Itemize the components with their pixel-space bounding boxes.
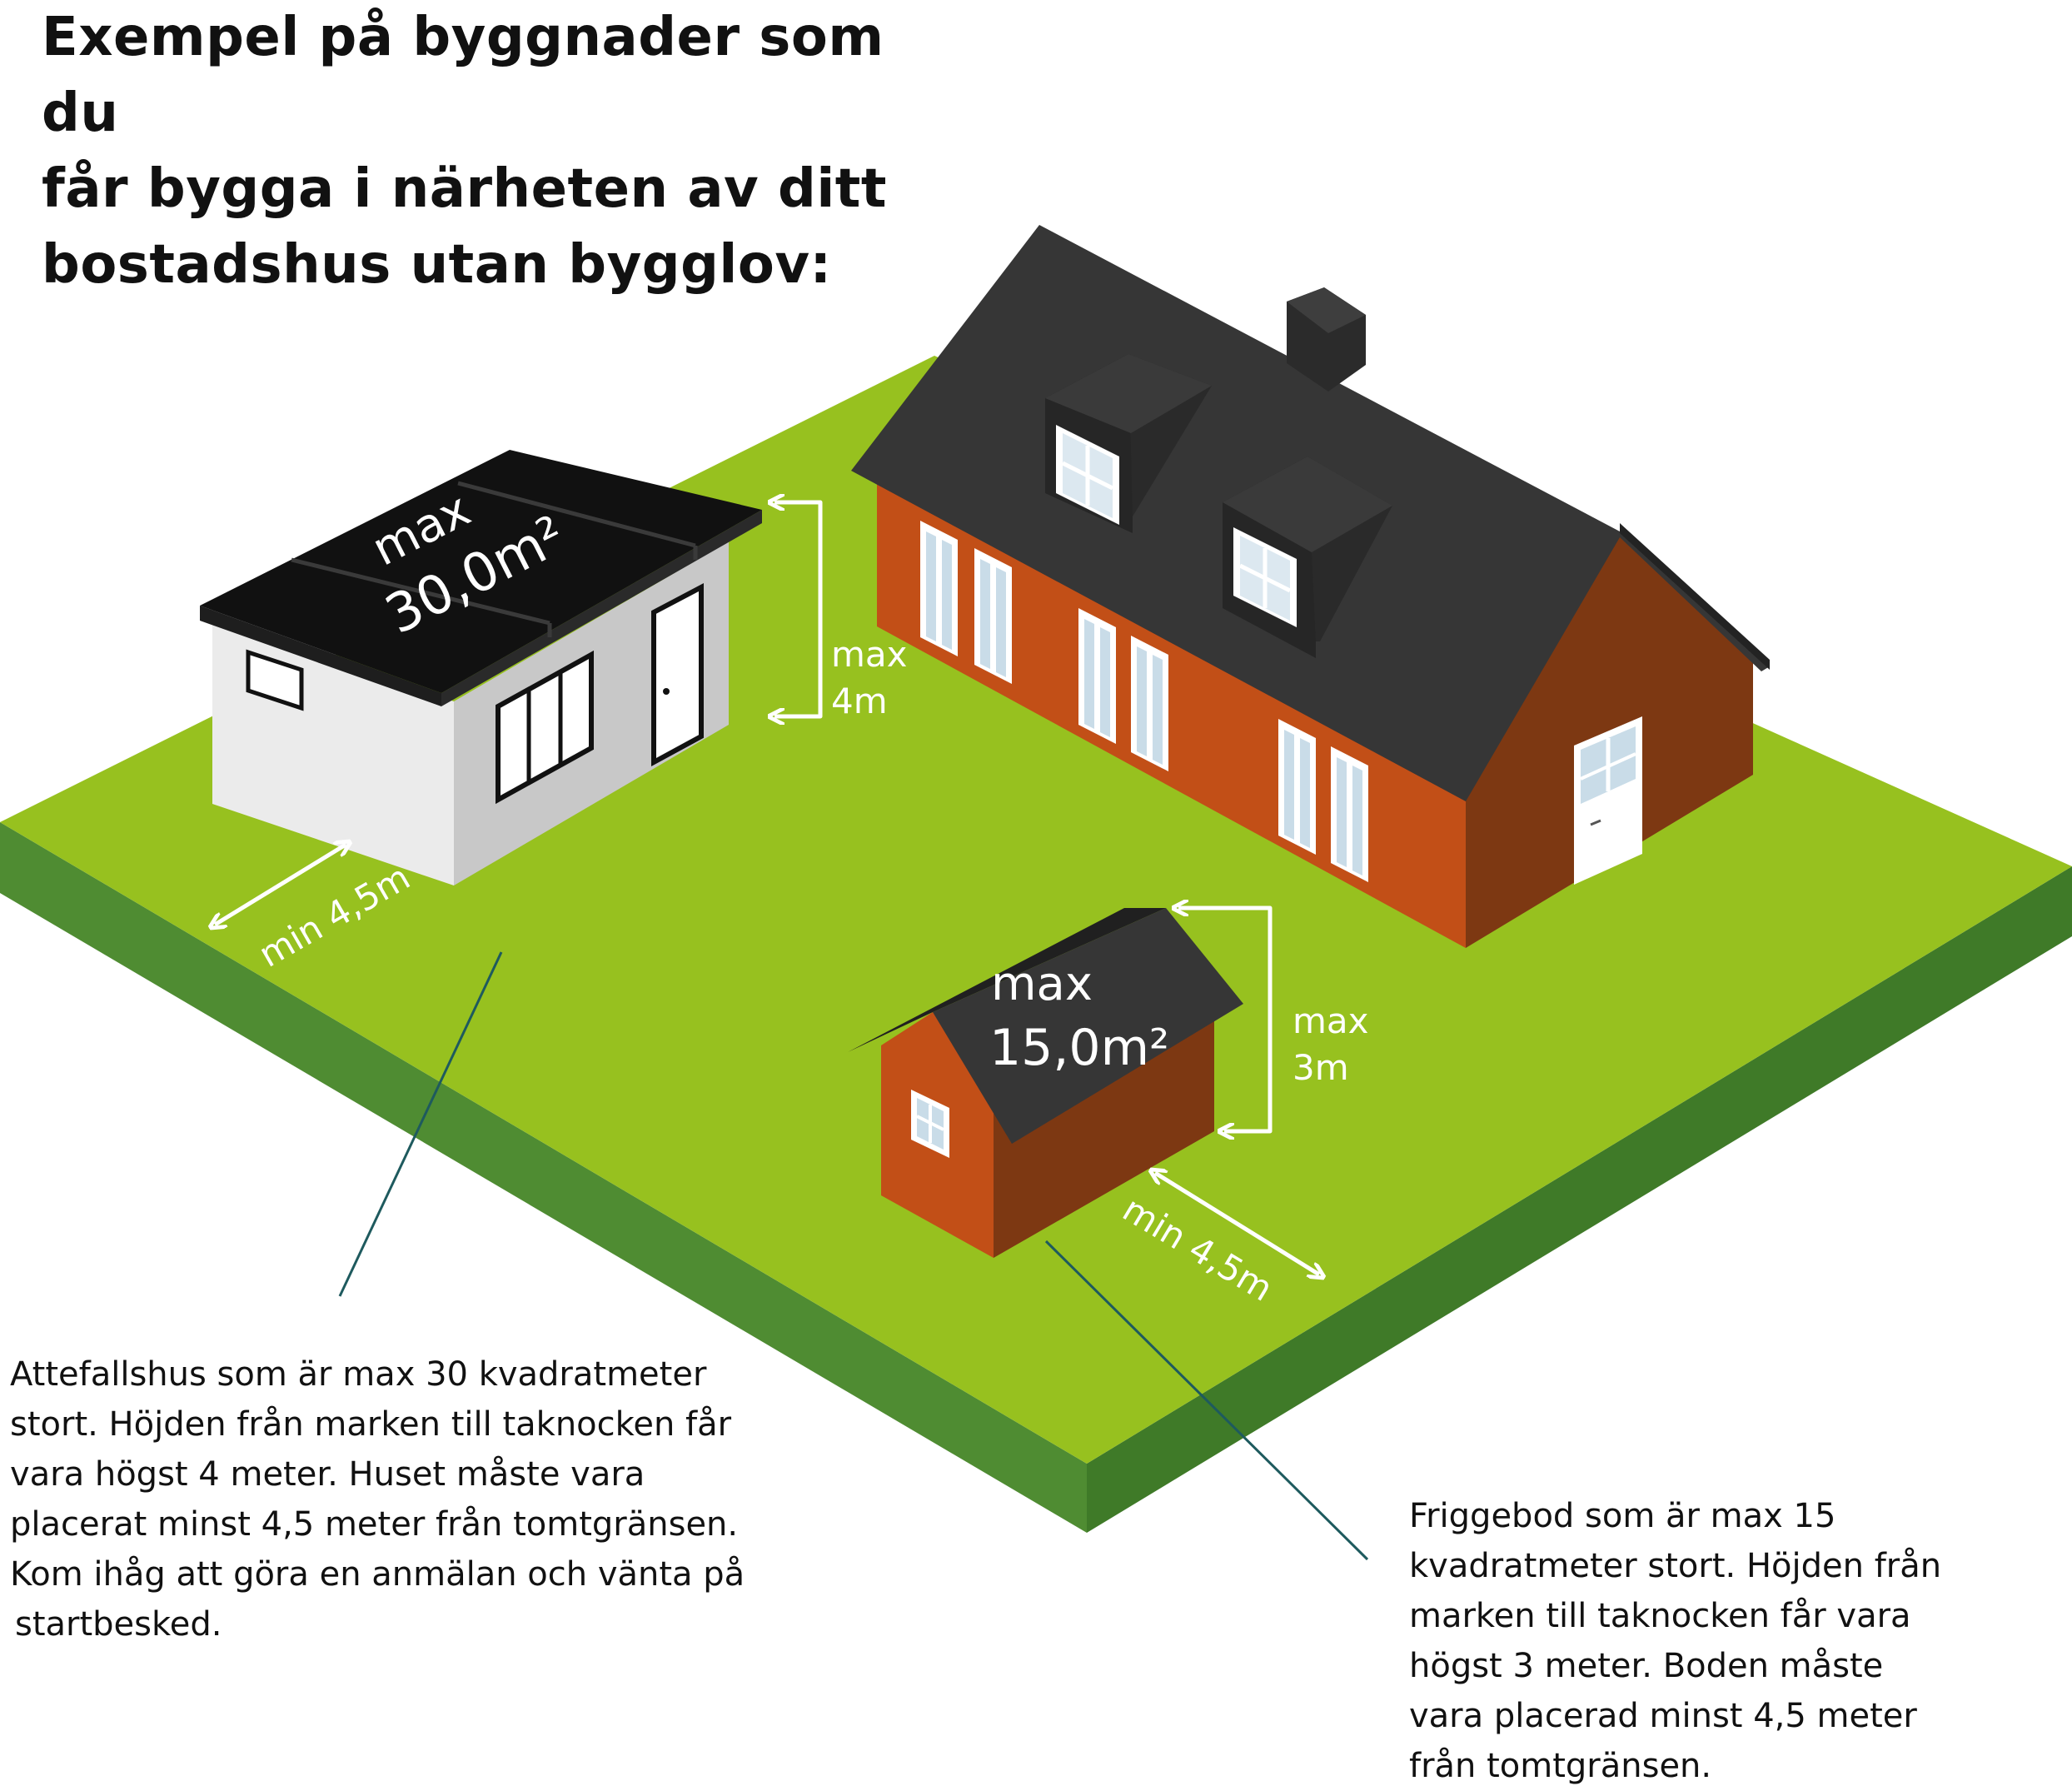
attefall-height-arrow (775, 502, 823, 716)
chimney-top (1287, 287, 1366, 333)
attefall-distance-arrow (215, 845, 346, 925)
dormer-roof (1223, 456, 1392, 552)
leader-line-attefall (338, 951, 503, 1297)
title-line: bostadshus utan bygglov: (42, 234, 832, 296)
caption-line: stort. Höjden från marken till taknocken… (10, 1405, 732, 1444)
attefall-house (200, 450, 762, 886)
friggebod (848, 908, 1243, 1258)
friggebod-area-word: max (991, 957, 1093, 1011)
caption-line: högst 3 meter. Boden måste (1409, 1647, 1884, 1685)
lawn-edge-right (1087, 866, 2072, 1533)
window-icon (496, 650, 594, 805)
caption-line: vara högst 4 meter. Huset måste vara (10, 1455, 645, 1494)
caption-line: Attefallshus som är max 30 kvadratmeter (10, 1355, 707, 1394)
lawn-edge-left (0, 822, 1087, 1533)
window-icon (246, 649, 304, 711)
caption-line: startbesked. (15, 1605, 222, 1644)
attefall-roof-edge (200, 606, 441, 706)
friggebod-height-value: 3m (1293, 1047, 1349, 1088)
attefall-roof (200, 450, 762, 693)
dormer-roof (1045, 354, 1212, 433)
attefall-caption: Attefallshus som är max 30 kvadratmeter … (10, 1349, 809, 1649)
window-icon (1056, 425, 1119, 525)
caption-line: Kom ihåg att göra en anmälan och vänta p… (10, 1555, 745, 1594)
friggebod-roof (933, 908, 1243, 1144)
page-title: Exempel på byggnader som du får bygga i … (42, 0, 924, 303)
roof-seam (457, 481, 696, 548)
attefall-roof-edge (441, 510, 762, 706)
leader-line-friggebod (1044, 1240, 1369, 1561)
friggebod-side-wall (994, 1008, 1214, 1258)
window-icon (911, 1090, 949, 1158)
friggebod-height-arrow (1178, 908, 1273, 1131)
caption-line: marken till taknocken får vara (1409, 1597, 1911, 1635)
main-house (851, 225, 1770, 948)
door-icon (651, 583, 704, 767)
caption-line: kvadratmeter stort. Höjden från (1409, 1547, 1942, 1585)
attefall-height-word: max (831, 634, 908, 675)
house-roof-edge (1620, 523, 1770, 670)
door-icon (1574, 716, 1642, 885)
caption-line: placerat minst 4,5 meter från tomtgränse… (10, 1505, 739, 1544)
roof-seam (291, 557, 550, 626)
house-front-wall (877, 481, 1466, 948)
friggebod-distance-arrow (1155, 1173, 1319, 1275)
attefall-height-value: 4m (831, 681, 888, 721)
friggebod-area-value: 15,0m² (989, 1019, 1169, 1077)
caption-line: från tomtgränsen. (1409, 1747, 1712, 1785)
caption-line: Friggebod som är max 15 (1409, 1497, 1836, 1535)
friggebod-caption: Friggebod som är max 15 kvadratmeter sto… (1409, 1491, 2042, 1791)
friggebod-height-word: max (1293, 1000, 1369, 1041)
window-icon (1233, 527, 1297, 627)
title-line: får bygga i närheten av ditt (42, 158, 887, 220)
house-window-glass (926, 531, 1362, 876)
title-line: Exempel på byggnader som du (42, 7, 884, 144)
caption-line: vara placerad minst 4,5 meter (1409, 1697, 1917, 1735)
